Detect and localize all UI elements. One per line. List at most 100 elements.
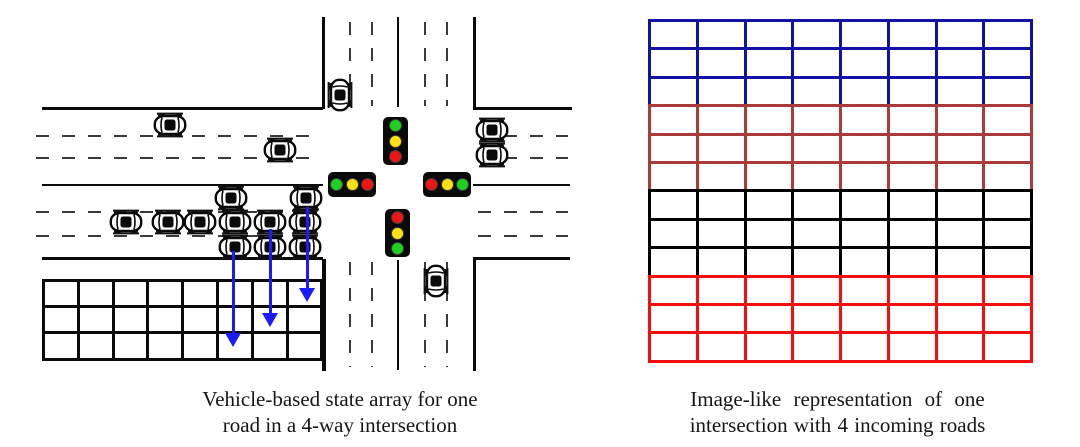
image-grid-cell xyxy=(743,246,795,278)
image-grid-cell xyxy=(743,161,795,193)
car-icon xyxy=(474,117,510,143)
image-grid-cell xyxy=(791,246,842,278)
caption-right-line1: Image-like representation of one xyxy=(690,387,985,411)
image-grid-cell xyxy=(839,303,890,335)
yellow-light-bulb xyxy=(391,226,404,240)
image-grid-cell xyxy=(695,75,747,108)
caption-left-line2: road in a 4-way intersection xyxy=(222,413,458,437)
road-centerline-west xyxy=(42,184,323,186)
image-grid-cell xyxy=(791,132,842,164)
traffic-light-east xyxy=(423,172,471,197)
road-edge-south-left xyxy=(322,259,326,371)
road-centerline-south xyxy=(397,260,399,370)
car-icon xyxy=(217,234,253,260)
image-grid-cell xyxy=(982,246,1033,278)
image-grid-cell xyxy=(695,19,747,51)
image-grid-cell xyxy=(695,331,747,363)
state-array-cell xyxy=(146,331,185,361)
state-array-cell xyxy=(181,279,219,309)
caption-left-line1: Vehicle-based state array for one xyxy=(202,387,478,411)
lane-marking-dashed xyxy=(349,22,351,106)
image-grid-cell xyxy=(934,132,986,164)
state-mapping-arrow-line xyxy=(231,251,235,334)
image-grid-cell xyxy=(886,104,938,136)
yellow-light-bulb xyxy=(389,134,402,148)
image-grid-cell xyxy=(982,217,1033,250)
state-array-cell xyxy=(146,279,185,309)
image-grid-cell xyxy=(695,217,747,250)
lane-marking-dashed xyxy=(478,135,568,137)
state-array-cell xyxy=(146,305,185,335)
road-centerline-north xyxy=(397,17,399,107)
image-grid-cell xyxy=(695,104,747,136)
image-grid-cell xyxy=(886,331,938,363)
image-grid-cell xyxy=(839,331,890,363)
red-light-bulb xyxy=(360,178,374,191)
car-icon xyxy=(108,209,144,235)
image-grid-cell xyxy=(648,104,699,136)
image-grid-cell xyxy=(934,189,986,221)
red-light-bulb xyxy=(389,149,402,163)
image-grid-cell xyxy=(886,274,938,306)
image-grid-cell xyxy=(791,274,842,306)
image-grid-cell xyxy=(839,75,890,108)
image-grid-cell xyxy=(791,75,842,108)
image-grid-cell xyxy=(743,217,795,250)
image-grid-cell xyxy=(695,189,747,221)
image-grid-cell xyxy=(648,161,699,193)
image-grid-cell xyxy=(886,217,938,250)
image-grid-cell xyxy=(934,303,986,335)
car-icon xyxy=(150,209,186,235)
road-edge-west-bottom xyxy=(42,257,323,260)
image-grid-cell xyxy=(886,189,938,221)
image-grid-cell xyxy=(743,303,795,335)
image-grid-cell xyxy=(982,19,1033,51)
state-array-cell xyxy=(42,279,80,309)
state-array-cell xyxy=(285,331,324,361)
image-grid-cell xyxy=(982,104,1033,136)
image-grid-cell xyxy=(648,189,699,221)
lane-marking-dashed xyxy=(36,235,320,237)
image-grid-cell xyxy=(982,331,1033,363)
image-grid-cell xyxy=(743,75,795,108)
image-grid-cell xyxy=(982,75,1033,108)
image-grid-cell xyxy=(791,189,842,221)
image-grid-cell xyxy=(648,19,699,51)
green-light-bulb xyxy=(455,178,469,191)
lane-marking-dashed xyxy=(478,235,568,237)
image-grid-cell xyxy=(791,161,842,193)
image-grid-cell xyxy=(934,217,986,250)
image-grid-cell xyxy=(982,47,1033,79)
image-grid-cell xyxy=(886,47,938,79)
state-array-cell xyxy=(216,279,254,309)
state-array-cell xyxy=(216,305,254,335)
yellow-light-bulb xyxy=(345,178,359,191)
state-mapping-arrowhead xyxy=(224,333,241,347)
image-grid-cell xyxy=(934,161,986,193)
red-light-bulb xyxy=(391,211,404,225)
state-array-cell xyxy=(76,305,115,335)
image-grid-cell xyxy=(648,132,699,164)
image-grid-cell xyxy=(934,75,986,108)
state-array-cell xyxy=(42,331,80,361)
state-array-cell xyxy=(181,331,219,361)
lane-marking-dashed xyxy=(478,157,568,159)
road-edge-north-right xyxy=(473,17,476,110)
lane-marking-dashed xyxy=(446,262,448,367)
image-grid-cell xyxy=(982,161,1033,193)
image-grid-cell xyxy=(982,274,1033,306)
image-grid-cell xyxy=(695,246,747,278)
image-grid-cell xyxy=(743,331,795,363)
image-grid-cell xyxy=(743,274,795,306)
road-centerline-east xyxy=(473,184,570,186)
car-icon xyxy=(182,209,218,235)
state-array-cell xyxy=(111,279,150,309)
image-grid-cell xyxy=(839,104,890,136)
image-grid-cell xyxy=(886,161,938,193)
image-grid-cell xyxy=(839,217,890,250)
image-grid-cell xyxy=(839,47,890,79)
image-grid-cell xyxy=(934,274,986,306)
image-grid-cell xyxy=(934,331,986,363)
state-mapping-arrowhead xyxy=(261,313,278,327)
